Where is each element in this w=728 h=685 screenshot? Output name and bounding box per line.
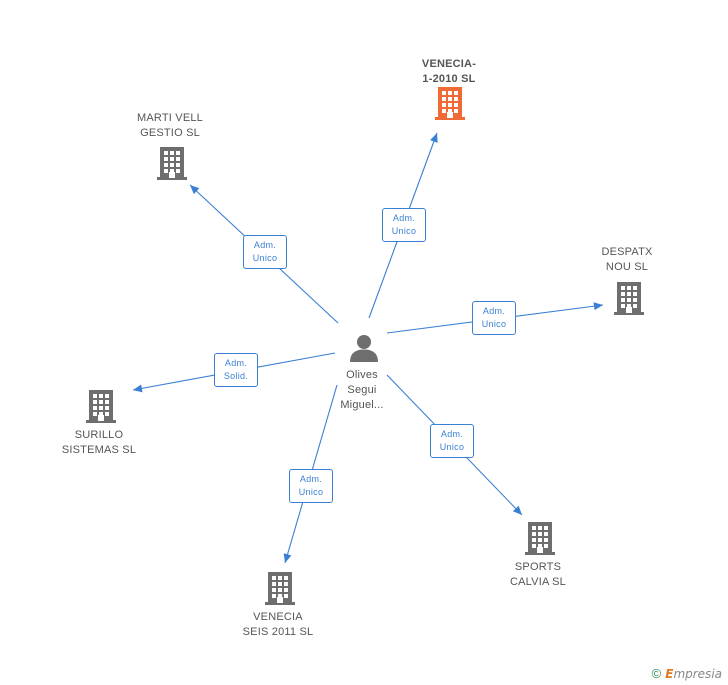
- edge-badge-venecia-seis[interactable]: Adm. Unico: [289, 469, 333, 503]
- arrow-head-venecia-1-2010: [430, 133, 438, 143]
- company-label-despatx-nou[interactable]: DESPATX NOU SL: [601, 246, 653, 273]
- arrow-head-marti-vell: [190, 185, 200, 195]
- edge-badge-sports-calvia[interactable]: Adm. Unico: [430, 424, 474, 458]
- arrow-head-sports-calvia: [512, 505, 522, 515]
- edge-badge-surillo[interactable]: Adm. Solid.: [214, 353, 258, 387]
- company-label-marti-vell[interactable]: MARTI VELL GESTIO SL: [137, 112, 203, 139]
- company-label-sports-calvia[interactable]: SPORTS CALVIA SL: [509, 561, 567, 588]
- company-label-venecia-1-2010[interactable]: VENECIA- 1-2010 SL: [421, 58, 477, 85]
- copyright-notice: © Empresia: [652, 666, 722, 681]
- edge-badge-despatx-nou[interactable]: Adm. Unico: [472, 301, 516, 335]
- arrow-head-despatx-nou: [593, 302, 603, 311]
- building-icon[interactable]: [524, 521, 556, 560]
- building-icon[interactable]: [85, 389, 117, 428]
- building-icon[interactable]: [264, 571, 296, 610]
- building-icon[interactable]: [156, 146, 188, 185]
- copyright-icon: ©: [651, 666, 662, 681]
- person-icon[interactable]: [349, 334, 379, 367]
- edge-badge-marti-vell[interactable]: Adm. Unico: [243, 235, 287, 269]
- arrow-head-venecia-seis: [283, 553, 292, 563]
- arrow-head-surillo: [133, 384, 143, 393]
- brand-logo: Empresia: [665, 666, 722, 681]
- building-icon[interactable]: [434, 86, 466, 125]
- building-icon[interactable]: [613, 281, 645, 320]
- company-label-surillo[interactable]: SURILLO SISTEMAS SL: [61, 429, 137, 456]
- edge-badge-venecia-1-2010[interactable]: Adm. Unico: [382, 208, 426, 242]
- person-label[interactable]: Olives Segui Miguel...: [340, 369, 384, 411]
- company-label-venecia-seis[interactable]: VENECIA SEIS 2011 SL: [242, 611, 314, 638]
